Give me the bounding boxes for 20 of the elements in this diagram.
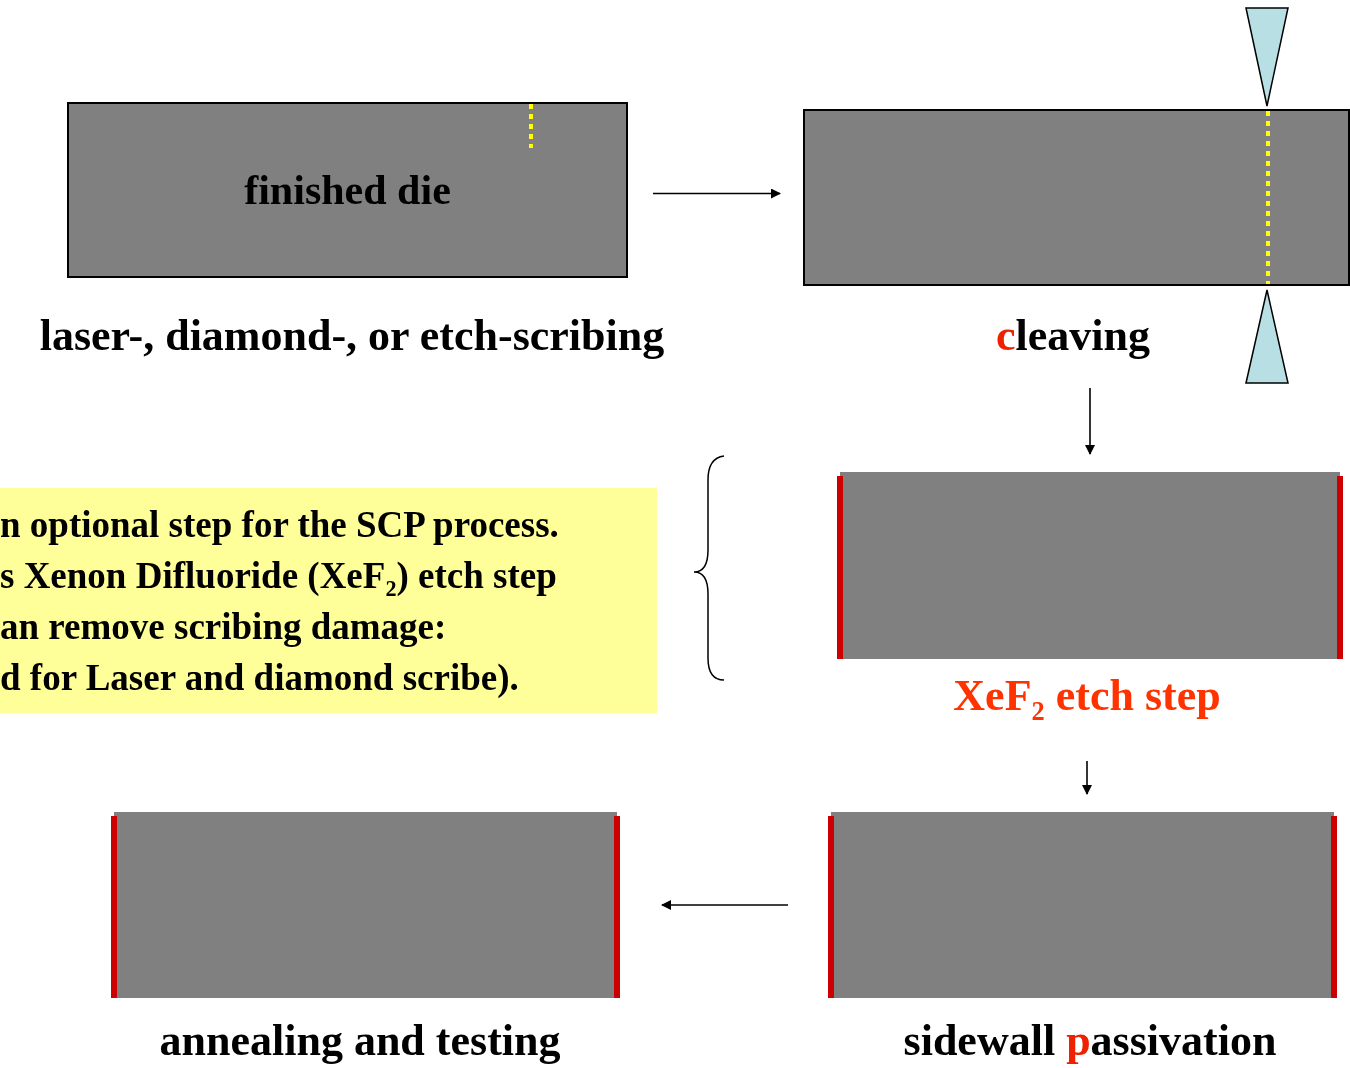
die-block <box>831 812 1334 998</box>
step-label: laser-, diamond-, or etch-scribing <box>39 310 665 361</box>
arrow <box>1085 387 1095 455</box>
arrow <box>1082 760 1092 795</box>
note-text: n optional step for the SCP process. <box>0 502 560 547</box>
step-label: XeF$_{2}$ etch step <box>953 670 1221 727</box>
note-text: s Xenon Difluoride (XeF$_{2}$) etch step <box>0 553 558 601</box>
die-block <box>67 102 628 278</box>
note-box <box>0 488 657 713</box>
step-label: cleaving <box>996 310 1150 361</box>
step-label: annealing and testing <box>159 1015 561 1066</box>
step-label: sidewall passivation <box>903 1015 1277 1066</box>
die-block <box>114 812 617 998</box>
arrow <box>661 900 789 910</box>
note-text: d for Laser and diamond scribe). <box>0 655 520 700</box>
die-block <box>803 109 1350 286</box>
die-block <box>840 472 1340 659</box>
die-label: finished die <box>244 166 451 214</box>
arrow <box>652 188 781 199</box>
note-text: an remove scribing damage: <box>0 604 448 649</box>
